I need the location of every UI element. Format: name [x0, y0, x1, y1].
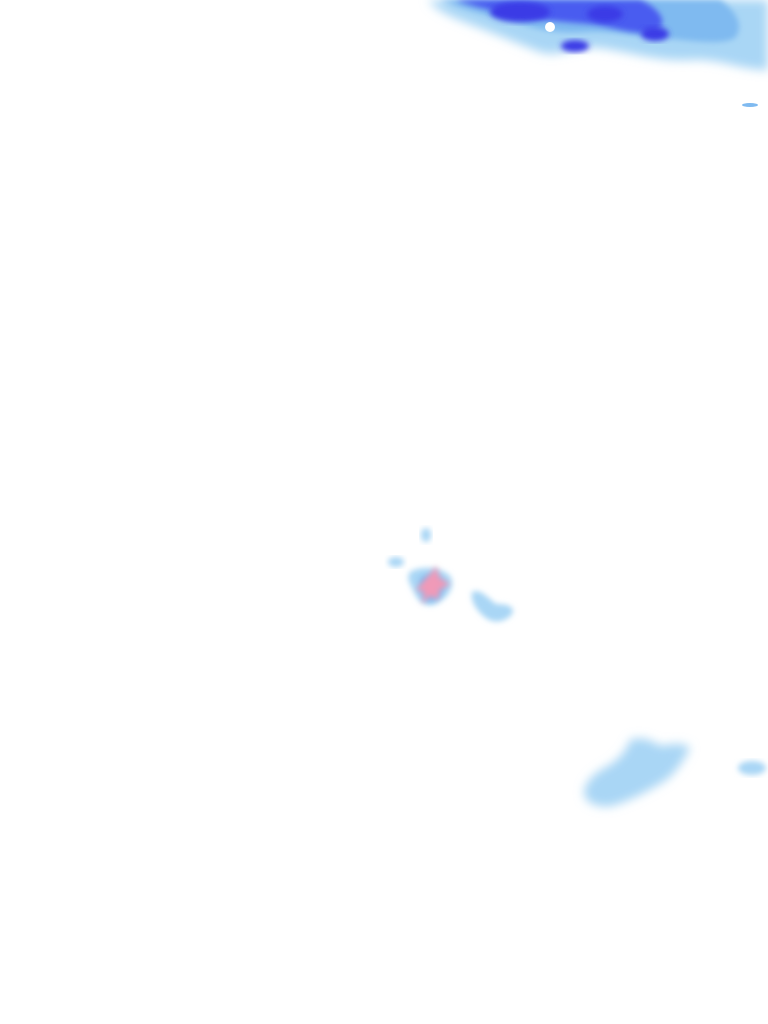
precip-gap — [545, 22, 555, 32]
precip-cell-southeast — [584, 738, 766, 807]
precip-cell-east-streak — [742, 103, 758, 107]
precip-cell-northeast-band — [428, 0, 768, 70]
precip-cell-central-cluster — [388, 528, 513, 622]
